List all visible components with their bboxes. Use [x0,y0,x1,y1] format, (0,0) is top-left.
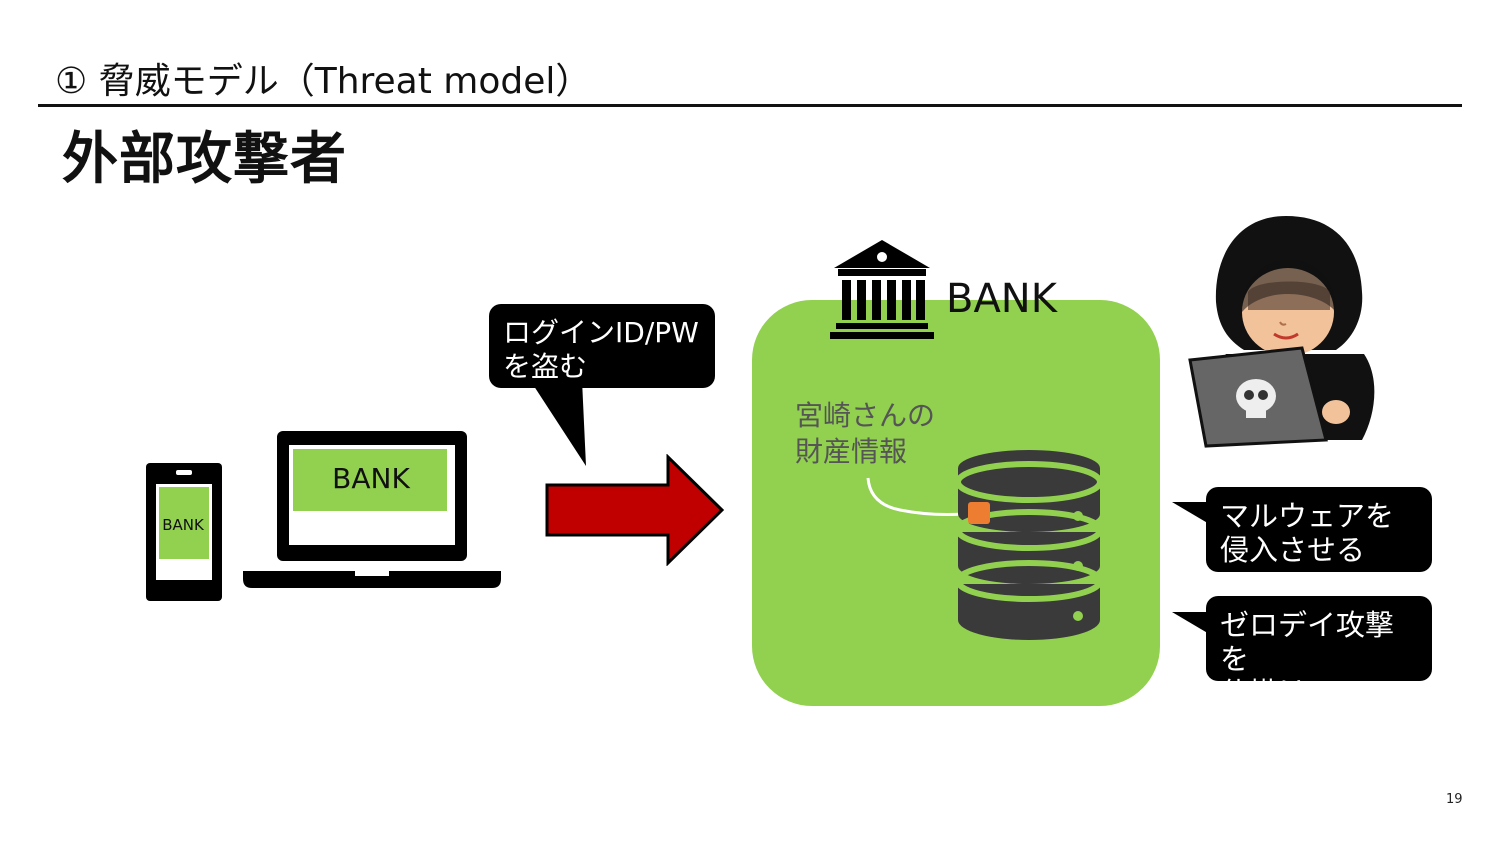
callout-zero-day: ゼロデイ攻撃を 仕掛ける [1206,596,1432,710]
asset-label-line: 財産情報 [795,435,908,468]
callout-pointer [1172,612,1216,638]
asset-label-line: 宮崎さんの [795,399,936,432]
callout-malware: マルウェアを 侵入させる [1206,487,1432,572]
asset-connector-line [866,477,965,516]
callout-pointer [1172,502,1216,528]
skull-icon [1236,379,1276,418]
hacker-illustration [1188,216,1375,448]
page-number: 19 [1446,792,1463,807]
callout-line: 侵入させる [1220,533,1366,567]
bank-label: BANK [946,276,1057,322]
callout-line: マルウェアを [1220,499,1395,533]
database-icon [955,450,1103,640]
phone-screen-label: BANK [162,516,204,534]
callout-line: ゼロデイ攻撃を [1220,608,1395,676]
callout-line: を盗む [503,350,588,383]
callout-line: 仕掛ける [1220,676,1337,710]
laptop-screen-label: BANK [332,462,410,495]
laptop-icon [243,431,501,588]
asset-label: 宮崎さんの 財産情報 [795,398,935,470]
smartphone-icon [146,463,222,601]
attack-arrow [545,454,725,566]
bank-building-icon [830,240,934,339]
slide-subtitle: ① 脅威モデル（Threat model） [55,61,592,102]
slide-title: 外部攻撃者 [62,127,347,192]
callout-line: ログインID/PW [503,316,699,349]
header-divider [38,104,1462,107]
callout-steal-credentials: ログインID/PW を盗む [489,304,715,388]
callout-pointer [530,380,586,466]
